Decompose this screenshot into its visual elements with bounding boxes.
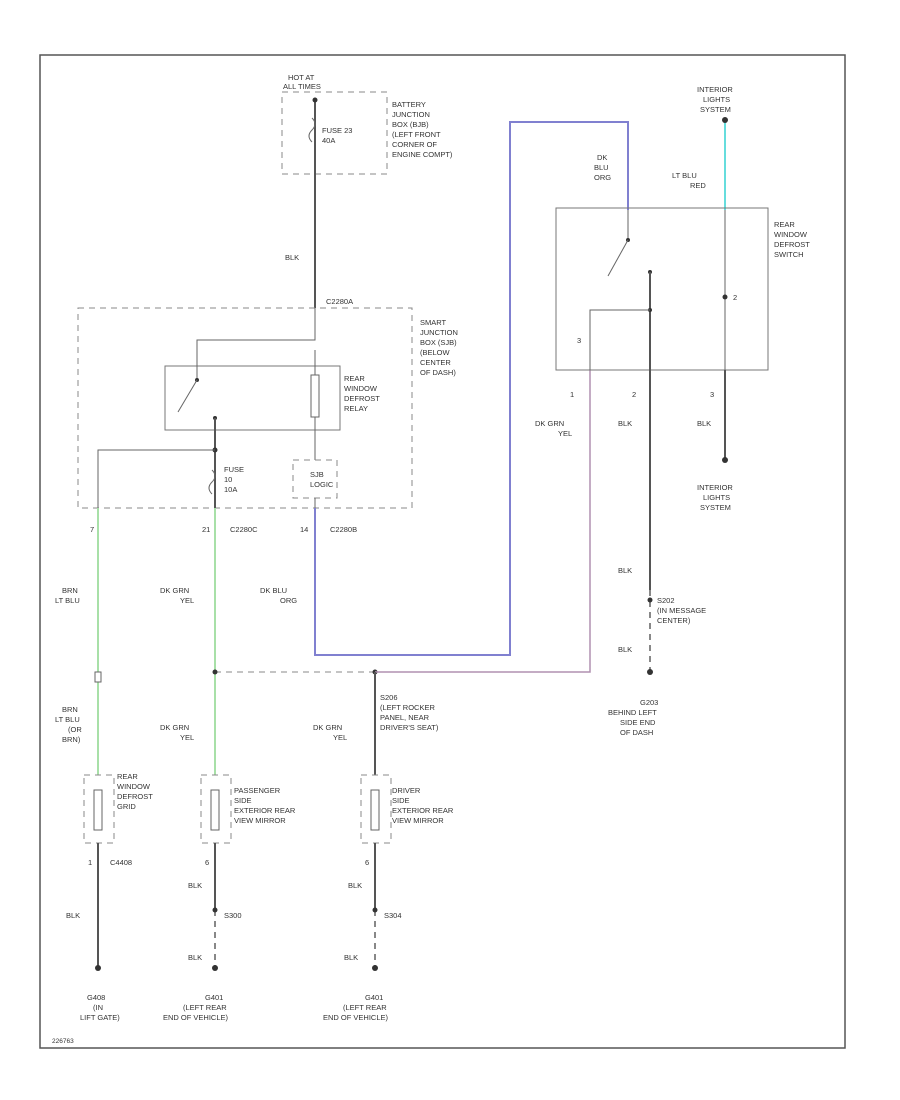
defrost-switch-box [555,207,769,371]
s202-label: S202 (IN MESSAGE CENTER) [657,596,708,625]
sjb-logic-label: SJB LOGIC [310,470,334,489]
g401-ground-node-a [212,965,218,971]
rear-grid-element [93,789,103,831]
wire-color-blk-e: BLK [344,953,358,962]
connector-c4408: C4408 [110,858,132,867]
interior-lights-top-label: INTERIOR LIGHTS SYSTEM [697,85,735,114]
wire-color-blk-top: BLK [285,253,299,262]
driver-mirror-element [370,789,380,831]
splice-s300: S300 [224,911,242,920]
s304-node [372,907,378,913]
connector-c2280b: C2280B [330,525,357,534]
diagram-frame [39,54,846,1049]
smart-junction-box [77,307,413,509]
rear-switch-label: REAR WINDOW DEFROST SWITCH [774,220,812,259]
wire-color-blk-mid: BLK [618,419,632,428]
wire-color-blk-a: BLK [66,911,80,920]
connector-c2280c: C2280C [230,525,258,534]
battery-node [312,97,318,103]
pin-21: 21 [202,525,210,534]
g408-label: G408 (IN LIFT GATE) [80,993,120,1022]
dk-blu-org-label-2: DK BLU ORG [594,153,611,182]
pin-7: 7 [90,525,94,534]
fuse-23-label: FUSE 23 40A [322,126,355,145]
brn-lt-blu-label: BRN LT BLU [55,586,80,605]
switch-arm [607,239,629,277]
inner-pin-2: 2 [733,293,737,302]
g401-label-a: G401 (LEFT REAR END OF VEHICLE) [163,993,229,1022]
g203-label: G203 BEHIND LEFT SIDE END OF DASH [608,698,660,737]
relay-box [164,365,341,431]
dk-grn-yel-label-2: DK GRN YEL [535,419,572,438]
connector-c2280a: C2280A [326,297,353,306]
switch-pin-1: 1 [570,390,574,399]
passenger-mirror-pin: 6 [205,858,209,867]
dk-blu-org-wire [314,121,629,656]
s300-node [212,907,218,913]
brn-lt-blu-grn-label: BRN LT BLU (OR BRN) [55,705,84,744]
bus-node-left [212,669,218,675]
lt-blu-red-label: LT BLU RED [672,171,706,190]
passenger-mirror-label: PASSENGER SIDE EXTERIOR REAR VIEW MIRROR [234,786,297,825]
sjb-logic-box [292,459,338,499]
grid-feed-inside [97,449,215,508]
passenger-mirror-element [210,789,220,831]
dk-blu-org-label-1: DK BLU ORG [260,586,297,605]
wire-color-blk-b: BLK [188,881,202,890]
rear-grid-box [83,774,115,844]
inline-connector [94,671,102,683]
relay-coil [310,374,320,418]
s202-node [647,597,653,603]
relay-label: REAR WINDOW DEFROST RELAY [344,374,382,413]
g401-label-b: G401 (LEFT REAR END OF VEHICLE) [323,993,389,1022]
driver-mirror-pin: 6 [365,858,369,867]
battery-box-label: BATTERY JUNCTION BOX (BJB) (LEFT FRONT C… [392,100,453,159]
driver-mirror-label: DRIVER SIDE EXTERIOR REAR VIEW MIRROR [392,786,455,825]
switch-lamp-node [722,294,728,300]
g203-ground-node [647,669,653,675]
battery-junction-box [281,91,388,175]
dk-grn-yel-label-1: DK GRN YEL [160,586,194,605]
inner-pin-3: 3 [577,336,581,345]
fuse-10-label: FUSE 10 10A [224,465,246,494]
g401-ground-node-b [372,965,378,971]
dk-grn-yel-switch-wire [375,370,591,673]
wire-color-blk-right: BLK [697,419,711,428]
fuse-23-symbol [308,117,316,143]
wire-color-blk-c: BLK [348,881,362,890]
wire-color-blk-d: BLK [188,953,202,962]
dk-grn-yel-label-3: DK GRN YEL [160,723,194,742]
figure-code: 226763 [52,1038,74,1045]
dk-grn-yel-label-4: DK GRN YEL [313,723,347,742]
s206-label: S206 (LEFT ROCKER PANEL, NEAR DRIVER'S S… [380,693,439,732]
rear-grid-label: REAR WINDOW DEFROST GRID [117,772,155,811]
smart-box-label: SMART JUNCTION BOX (SJB) (BELOW CENTER O… [420,318,460,377]
splice-s304: S304 [384,911,402,920]
hot-at-label: HOT AT [288,73,315,82]
wire-color-blk-s202b: BLK [618,645,632,654]
wire-color-blk-s202a: BLK [618,566,632,575]
switch-pin-2: 2 [632,390,636,399]
interior-lights-bottom-label: INTERIOR LIGHTS SYSTEM [697,483,735,512]
relay-feed [196,308,316,380]
passenger-mirror-box [200,774,232,844]
driver-mirror-box [360,774,392,844]
switch-led-wire [589,309,650,370]
grid-pin: 1 [88,858,92,867]
pin-14: 14 [300,525,308,534]
all-times-label: ALL TIMES [283,82,321,91]
g408-ground-node [95,965,101,971]
interior-lights-top-node [722,117,728,123]
switch-pin-3: 3 [710,390,714,399]
interior-lights-bottom-node [722,457,728,463]
fuse-10-symbol [208,469,216,495]
relay-switch-arm [177,379,198,413]
